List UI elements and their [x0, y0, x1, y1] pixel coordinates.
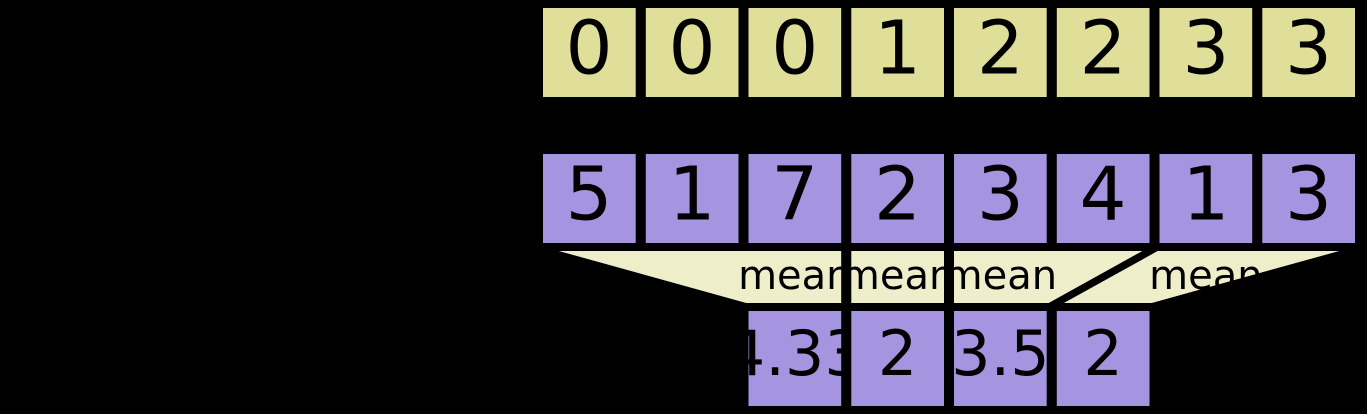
segment-id-cell	[1154, 3, 1258, 102]
value-cell	[949, 149, 1052, 248]
value-cell-label: 7	[771, 152, 818, 238]
segment-id-cell-label: 0	[565, 6, 612, 92]
segment-id-cell-label: 1	[874, 6, 921, 92]
segment-ids-row: 0 0 0 1 2 2 3 3	[538, 3, 1361, 102]
value-cell	[538, 149, 641, 248]
mean-funnel-label: mean	[841, 253, 954, 299]
values-row: 5 1 7 2 3 4 1 3	[538, 149, 1361, 248]
segment-id-cell	[846, 3, 949, 102]
segment-id-cell	[640, 3, 744, 102]
output-cell	[949, 306, 1052, 411]
value-cell-label: 1	[668, 152, 715, 238]
segment-id-cell	[949, 3, 1052, 102]
mean-funnel-label: mean	[1149, 253, 1262, 299]
value-cell-label: 1	[1182, 152, 1229, 238]
mean-funnel	[539, 246, 847, 308]
segment-id-cell-label: 3	[1182, 6, 1229, 92]
value-cell-label: 2	[874, 152, 921, 238]
segment-id-cell	[538, 3, 641, 102]
mean-funnel-label: mean	[738, 253, 851, 299]
mean-funnel-label: mean	[944, 253, 1057, 299]
segment-id-cell-label: 0	[771, 6, 818, 92]
value-cell	[743, 149, 847, 248]
output-cell	[743, 306, 847, 411]
output-cell-label: 4.33	[726, 317, 864, 390]
value-cell	[1051, 149, 1155, 248]
segment-id-cell	[1051, 3, 1155, 102]
output-cell-label: 2	[1083, 317, 1122, 390]
segment-id-cell-label: 3	[1285, 6, 1332, 92]
value-cell	[846, 149, 949, 248]
segment-id-cell-label: 2	[1080, 6, 1127, 92]
value-cell-label: 3	[977, 152, 1024, 238]
segment-id-cell-label: 0	[668, 6, 715, 92]
segment-id-cell	[1257, 3, 1361, 102]
value-cell	[1154, 149, 1258, 248]
mean-funnel-row: mean mean mean mean	[539, 246, 1359, 308]
value-cell	[640, 149, 744, 248]
segment-id-cell	[743, 3, 847, 102]
outputs-row: 4.33 2 3.5 2	[726, 306, 1155, 411]
value-cell	[1257, 149, 1361, 248]
value-cell-label: 3	[1285, 152, 1332, 238]
output-cell	[846, 306, 949, 411]
mean-funnel	[1044, 246, 1359, 308]
value-cell-label: 5	[565, 152, 612, 238]
output-cell	[1051, 306, 1155, 411]
output-cell-label: 2	[878, 317, 917, 390]
output-cell-label: 3.5	[951, 317, 1050, 390]
mean-funnel	[846, 246, 949, 308]
segment-id-cell-label: 2	[977, 6, 1024, 92]
value-cell-label: 4	[1080, 152, 1127, 238]
